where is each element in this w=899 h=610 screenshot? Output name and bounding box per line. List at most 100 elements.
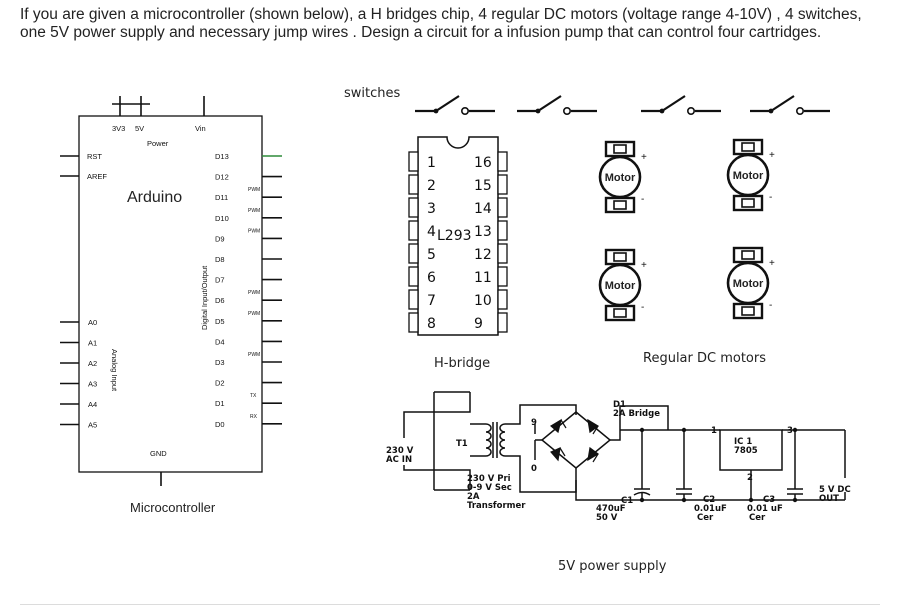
digital-pin-label: D10 (215, 214, 229, 223)
digital-pin-label: D6 (215, 296, 225, 305)
pin-label-vin: Vin (195, 124, 206, 133)
out-label-1: 5 V DC (819, 485, 851, 495)
hbridge-pin-left (408, 151, 419, 172)
hbridge-pin-right (497, 197, 508, 218)
transformer-label-1: 230 V Pri (467, 474, 511, 484)
tap-9-label: 9 (531, 418, 537, 428)
hbridge-pin-number-right: 15 (474, 178, 492, 194)
digital-pin-label: D13 (215, 152, 229, 161)
pwm-label: PWM (248, 208, 260, 214)
digital-pin-label: D7 (215, 276, 225, 285)
transformer-label-3: 2A (467, 492, 480, 502)
hbridge-pin-left (408, 312, 419, 333)
d1-label-1: D1 (613, 400, 626, 410)
hbridge-caption: H-bridge (434, 356, 490, 371)
arduino-body (78, 115, 263, 473)
ic-pin-2: 2 (747, 473, 753, 483)
digital-pin-label: D2 (215, 379, 225, 388)
hbridge-pin-number-right: 16 (474, 155, 492, 171)
pwm-label: PWM (248, 311, 260, 317)
power-supply-circuit (403, 391, 846, 501)
pwm-label: PWM (248, 352, 260, 358)
motor: Motor+- (726, 138, 775, 212)
pwm-label: PWM (248, 290, 260, 296)
hbridge-pin-number-right: 9 (474, 316, 483, 332)
motor: Motor + - (598, 140, 647, 214)
switches-label: switches (344, 86, 400, 101)
hbridge-pin-number-left: 4 (427, 224, 436, 240)
c2-label-1: C2 (703, 495, 715, 505)
digital-pin-label: D1 (215, 399, 225, 408)
hbridge-pin-number-right: 11 (474, 270, 492, 286)
rx-label: RX (250, 414, 258, 420)
hbridge-pin-number-left: 2 (427, 178, 436, 194)
motor-label: Motor (605, 172, 636, 184)
pwm-label: PWM (248, 228, 260, 234)
motor-minus-sign: - (641, 194, 644, 205)
hbridge-body (417, 136, 499, 336)
switches (415, 95, 830, 116)
hbridge-pin-right (497, 151, 508, 172)
motor-label: Motor (733, 278, 764, 290)
c3-label-2: 0.01 uF (747, 504, 783, 514)
analog-pin-label: A5 (88, 421, 97, 430)
digital-pin-label: D3 (215, 358, 225, 367)
analog-input-label: Analog Input (110, 349, 119, 392)
motor-minus-sign: - (769, 300, 772, 311)
tap-0-label: 0 (531, 464, 537, 474)
junction-dots (639, 427, 798, 503)
c3-label-3: Cer (749, 513, 766, 523)
digital-pins: D13D12D11PWMD10PWMD9PWMD8D7D6PWMD5PWMD4D… (215, 152, 282, 429)
digital-pin-label: D0 (215, 420, 225, 429)
motor-plus-sign: + (641, 152, 647, 163)
digital-pin-label: D4 (215, 337, 225, 346)
switch (750, 95, 830, 116)
motor: Motor + - (726, 246, 775, 320)
microcontroller-caption: Microcontroller (130, 500, 216, 515)
digital-pin-label: D12 (215, 173, 229, 182)
d1-label-2: 2A Bridge (613, 409, 660, 419)
motor-plus-sign: + (769, 258, 775, 269)
hbridge-chip-label: L293 (437, 228, 472, 244)
pin-label-5v: 5V (135, 124, 144, 133)
power-supply-caption: 5V power supply (558, 559, 667, 574)
hbridge-pin-number-left: 8 (427, 316, 436, 332)
hbridge-pin-left (408, 174, 419, 195)
hbridge-pin-left (408, 289, 419, 310)
hbridge-pin-left (408, 243, 419, 264)
motor: Motor+- (598, 248, 647, 322)
analog-pin-label: A1 (88, 339, 97, 348)
hbridge-pin-number-right: 13 (474, 224, 492, 240)
motors-caption: Regular DC motors (643, 351, 766, 366)
hbridge-pin-number-right: 14 (474, 201, 492, 217)
digital-pin-label: D9 (215, 234, 225, 243)
hbridge-pin-number-left: 3 (427, 201, 436, 217)
hbridge-pin-left (408, 266, 419, 287)
arduino-left-leads (60, 155, 79, 177)
motor-minus-sign: - (641, 302, 644, 313)
digital-io-label: Digital Input/Output (200, 265, 209, 330)
hbridge-pin-left (408, 197, 419, 218)
hbridge-pin-number-left: 7 (427, 293, 436, 309)
digital-pin-label: D11 (215, 193, 228, 202)
bottom-divider (20, 604, 880, 605)
ac-in-label-1: 230 V (386, 446, 414, 456)
ic-pin-3: 3 (787, 426, 793, 436)
question-text: If you are given a microcontroller (show… (20, 6, 862, 41)
ic-pin-1: 1 (711, 426, 717, 436)
arduino-name: Arduino (127, 189, 182, 206)
out-label-2: OUT (819, 494, 839, 504)
analog-pin-label: A4 (88, 400, 97, 409)
pin-label-3v3: 3V3 (112, 124, 125, 133)
ic-label-2: 7805 (734, 446, 758, 456)
motor-label: Motor (733, 170, 764, 182)
t1-label: T1 (456, 439, 468, 449)
c2-label-2: 0.01uF (694, 504, 727, 514)
hbridge-pin-right (497, 289, 508, 310)
power-label: Power (147, 139, 169, 148)
hbridge-pin-number-left: 1 (427, 155, 436, 171)
